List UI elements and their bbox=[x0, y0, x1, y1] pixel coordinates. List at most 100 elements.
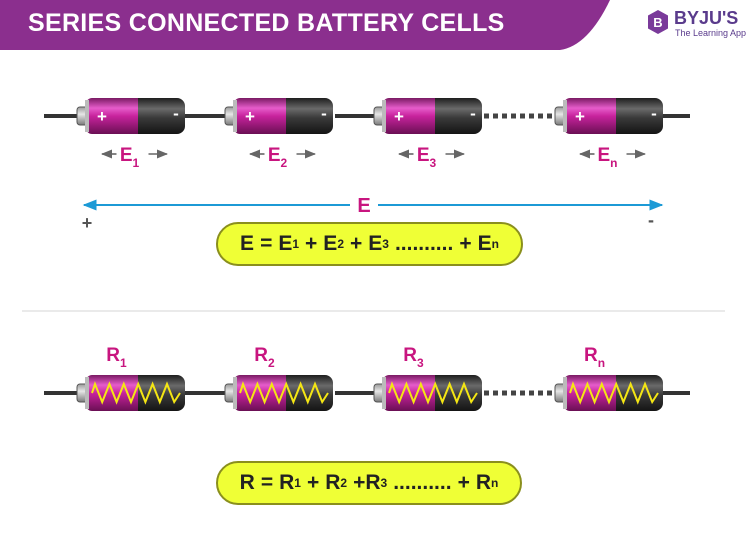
battery-cell-3: +- bbox=[373, 98, 482, 134]
total-minus-sign: - bbox=[648, 210, 654, 230]
cell-rim bbox=[563, 100, 567, 132]
battery-cell-1 bbox=[76, 375, 185, 411]
resistor-zigzag bbox=[569, 381, 659, 405]
emf-term-3: E bbox=[368, 232, 383, 255]
res-term-2: R bbox=[325, 471, 341, 494]
emf-cell-1-symbol: E bbox=[120, 145, 133, 166]
total-plus-sign: + bbox=[82, 213, 93, 233]
resistance-cell-2-symbol: R bbox=[254, 345, 268, 366]
emf-formula-lhs: E bbox=[240, 232, 255, 255]
emf-term-3-sub: 3 bbox=[382, 237, 389, 251]
cell-plus-sign: + bbox=[97, 107, 107, 126]
emf-term-n: E bbox=[477, 232, 492, 255]
resistor-zigzag bbox=[91, 381, 181, 405]
cell-negative-body bbox=[423, 98, 482, 134]
res-term-1-sub: 1 bbox=[294, 476, 301, 490]
res-term-1: R bbox=[279, 471, 295, 494]
emf-term-n-sub: n bbox=[491, 237, 499, 251]
emf-term-2-sub: 2 bbox=[337, 237, 344, 251]
emf-term-1-sub: 1 bbox=[292, 237, 300, 251]
cell-minus-sign: - bbox=[173, 104, 179, 123]
battery-cell-2 bbox=[224, 375, 333, 411]
cell-band bbox=[427, 98, 435, 134]
res-term-3: R bbox=[365, 471, 381, 494]
resistance-cell-3-symbol: R bbox=[403, 345, 417, 366]
brand-tagline: The Learning App bbox=[675, 28, 747, 38]
total-emf-label-bg bbox=[350, 192, 378, 218]
res-term-3-sub: 3 bbox=[380, 476, 388, 490]
cell-minus-sign: - bbox=[321, 104, 327, 123]
cell-rim bbox=[85, 377, 89, 409]
resistance-cell-1-symbol: R bbox=[106, 345, 120, 366]
total-emf-label: E bbox=[357, 195, 370, 217]
res-ellipsis: .......... bbox=[393, 471, 452, 494]
emf-cell-1-subscript: 1 bbox=[133, 156, 140, 170]
res-term-n-sub: n bbox=[491, 476, 499, 490]
resistance-cell-2-subscript: 2 bbox=[268, 356, 275, 370]
title-banner bbox=[0, 0, 610, 50]
cell-positive-body bbox=[383, 98, 435, 134]
cell-rim bbox=[233, 100, 237, 132]
emf-cell-3-subscript: 3 bbox=[430, 156, 437, 170]
brand-name: BYJU'S bbox=[674, 8, 739, 28]
battery-cell-4 bbox=[554, 375, 663, 411]
resistance-cell-3-label: R3 bbox=[403, 345, 424, 370]
resistance-cell-1-subscript: 1 bbox=[120, 356, 127, 370]
resistance-cell-1-label: R1 bbox=[106, 345, 127, 370]
battery-cell-2: +- bbox=[224, 98, 333, 134]
battery-cell-4: +- bbox=[554, 98, 663, 134]
emf-formula-equals: = bbox=[260, 232, 273, 255]
res-term-n: R bbox=[475, 471, 491, 494]
res-formula-lhs: R bbox=[239, 471, 255, 494]
cell-positive-body bbox=[564, 98, 616, 134]
cell-rim bbox=[85, 100, 89, 132]
page-title: SERIES CONNECTED BATTERY CELLS bbox=[28, 9, 505, 37]
cell-plus-sign: + bbox=[575, 107, 585, 126]
cell-band bbox=[130, 98, 138, 134]
cell-positive-body bbox=[86, 98, 138, 134]
cell-plus-sign: + bbox=[394, 107, 404, 126]
byjus-logo: B BYJU'S The Learning App bbox=[647, 8, 747, 42]
battery-cell-1: +- bbox=[76, 98, 185, 134]
cell-rim bbox=[382, 377, 386, 409]
emf-cell-2-subscript: 2 bbox=[281, 156, 288, 170]
resistance-cell-4-symbol: R bbox=[584, 345, 598, 366]
resistance-cell-2-label: R2 bbox=[254, 345, 275, 370]
emf-term-1: E bbox=[278, 232, 293, 255]
cell-minus-sign: - bbox=[651, 104, 657, 123]
emf-cell-2-label: E2 bbox=[268, 145, 288, 170]
emf-cell-2-symbol: E bbox=[268, 145, 281, 166]
cell-rim bbox=[233, 377, 237, 409]
emf-cell-1-label: E1 bbox=[120, 145, 140, 170]
cell-positive-body bbox=[234, 98, 286, 134]
resistance-cell-4-subscript: n bbox=[598, 356, 605, 370]
emf-cell-3-symbol: E bbox=[417, 145, 430, 166]
res-term-2-sub: 2 bbox=[340, 476, 348, 490]
cell-band bbox=[278, 98, 286, 134]
cell-negative-body bbox=[126, 98, 185, 134]
cell-negative-body bbox=[274, 98, 333, 134]
cell-rim bbox=[382, 100, 386, 132]
res-formula-equals: = bbox=[260, 471, 274, 494]
emf-term-2: E bbox=[323, 232, 338, 255]
battery-cell-3 bbox=[373, 375, 482, 411]
resistance-cell-3-subscript: 3 bbox=[417, 356, 424, 370]
emf-cell-4-subscript: n bbox=[610, 156, 617, 170]
cell-rim bbox=[563, 377, 567, 409]
emf-ellipsis: .......... bbox=[394, 232, 454, 255]
logo-letter: B bbox=[653, 15, 662, 30]
emf-cell-4-symbol: E bbox=[597, 145, 610, 166]
cell-band bbox=[608, 98, 616, 134]
emf-cell-4-label: En bbox=[597, 145, 617, 170]
cell-negative-body bbox=[604, 98, 663, 134]
resistor-zigzag bbox=[239, 381, 329, 405]
resistance-cell-4-label: Rn bbox=[584, 345, 605, 370]
byjus-logo-icon: B bbox=[648, 10, 668, 34]
cell-plus-sign: + bbox=[245, 107, 255, 126]
emf-cell-3-label: E3 bbox=[417, 145, 437, 170]
cell-minus-sign: - bbox=[470, 104, 476, 123]
resistor-zigzag bbox=[388, 381, 478, 405]
